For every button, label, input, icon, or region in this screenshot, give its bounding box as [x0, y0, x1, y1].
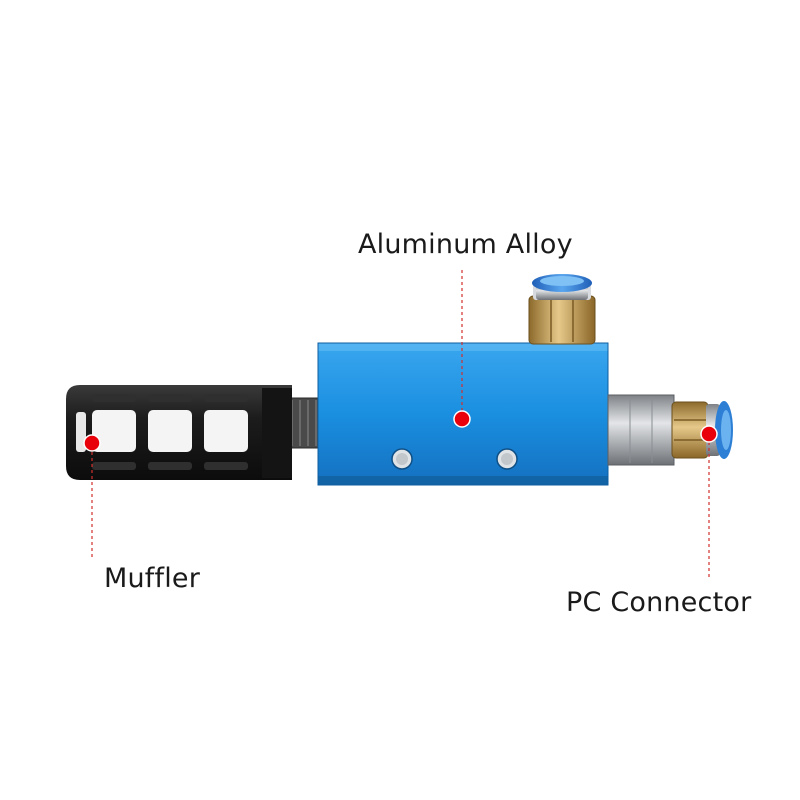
- marker-dots: [83, 410, 718, 452]
- label-muffler: Muffler: [104, 563, 201, 594]
- top-push-fitting: [528, 274, 596, 345]
- leader-lines: [91, 270, 710, 578]
- marker-dot-pc: [700, 425, 718, 443]
- right-push-fitting: [671, 401, 733, 459]
- label-aluminum-alloy: Aluminum Alloy: [358, 229, 573, 260]
- marker-dot-muffler: [83, 434, 101, 452]
- steel-adapter: [607, 394, 675, 466]
- muffler: [66, 385, 292, 480]
- label-pc-connector: PC Connector: [566, 587, 752, 618]
- marker-dot-alloy: [453, 410, 471, 428]
